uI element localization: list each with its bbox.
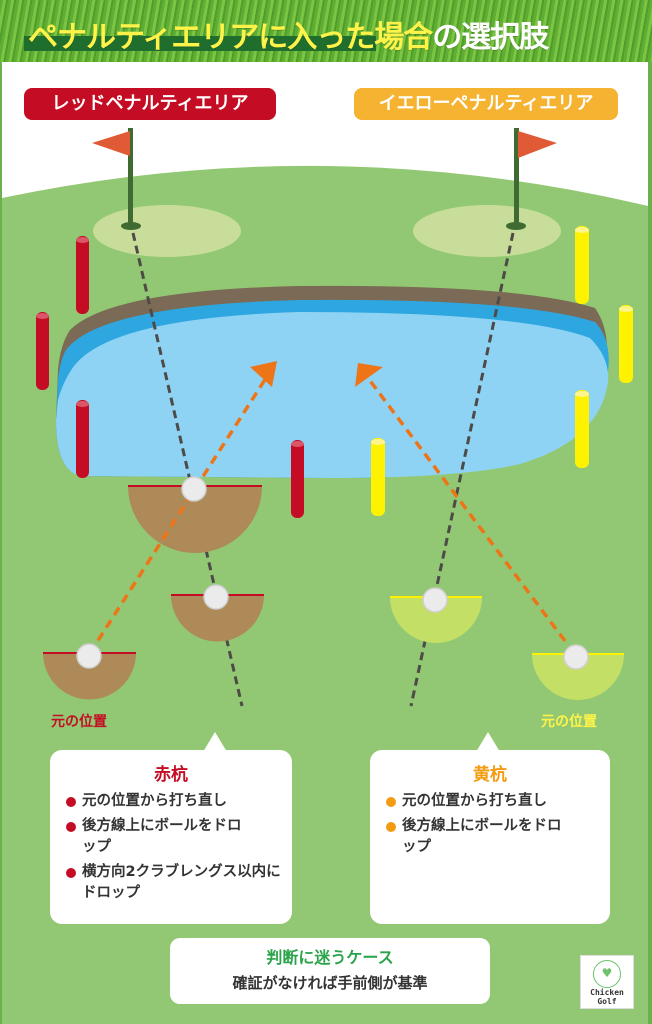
red-options-list: 元の位置から打ち直し 後方線上にボールをドロップ 横方向2クラブレングス以内にド… <box>50 791 292 904</box>
page-title: ペナルティエリアに入った場合の選択肢 <box>28 12 549 56</box>
flag-icon-left <box>92 128 141 230</box>
yellow-original-position-label: 元の位置 <box>541 714 597 730</box>
red-stake-card: 赤杭 元の位置から打ち直し 後方線上にボールをドロップ 横方向2クラブレングス以… <box>50 732 292 924</box>
title-main: ペナルティエリアに入った場合 <box>28 20 433 55</box>
arrow-icon-red-shot <box>88 361 277 654</box>
red-original-position-label: 元の位置 <box>51 714 107 730</box>
bullet-icon <box>66 822 76 832</box>
green-left <box>93 205 241 257</box>
chicken-golf-logo: ♥ Chicken Golf <box>580 955 634 1009</box>
red-stakes <box>36 236 304 518</box>
logo-line1: Chicken <box>590 988 624 997</box>
logo-line2: Golf <box>597 997 617 1006</box>
yellow-card-heading: 黄杭 <box>473 765 507 785</box>
uncertain-case-card: 判断に迷うケース 確証がなければ手前側が基準 <box>170 938 490 1004</box>
title-tail: の選択肢 <box>432 20 549 55</box>
header-banner: ペナルティエリアに入った場合の選択肢 <box>0 0 652 62</box>
list-item: 後方線上にボールをドロップ <box>384 816 572 858</box>
yellow-penalty-area-badge: イエローペナルティエリア <box>354 88 618 120</box>
golf-ball-icon <box>76 476 589 670</box>
yellow-stake-card: 黄杭 元の位置から打ち直し 後方線上にボールをドロップ <box>370 732 610 924</box>
arrow-icon-yellow-shot <box>355 363 567 643</box>
yellow-stakes <box>371 226 633 516</box>
yellow-options-list: 元の位置から打ち直し 後方線上にボールをドロップ <box>370 791 610 858</box>
list-item: 元の位置から打ち直し <box>384 791 610 812</box>
red-card-heading: 赤杭 <box>154 765 188 785</box>
list-item: 横方向2クラブレングス以内にドロップ <box>64 862 282 904</box>
list-item: 後方線上にボールをドロップ <box>64 816 252 858</box>
water-hazard <box>56 285 609 478</box>
bullet-icon <box>386 797 396 807</box>
bullet-icon <box>386 822 396 832</box>
bullet-icon <box>66 868 76 878</box>
title-underline <box>24 36 376 51</box>
list-item: 元の位置から打ち直し <box>64 791 292 812</box>
uncertain-case-title: 判断に迷うケース <box>266 948 394 967</box>
green-right <box>413 205 561 257</box>
uncertain-case-text: 確証がなければ手前側が基準 <box>232 974 428 992</box>
bullet-icon <box>66 797 76 807</box>
flag-icon-right <box>506 128 557 230</box>
chicken-icon: ♥ <box>593 960 621 988</box>
red-penalty-area-badge: レッドペナルティエリア <box>24 88 276 120</box>
